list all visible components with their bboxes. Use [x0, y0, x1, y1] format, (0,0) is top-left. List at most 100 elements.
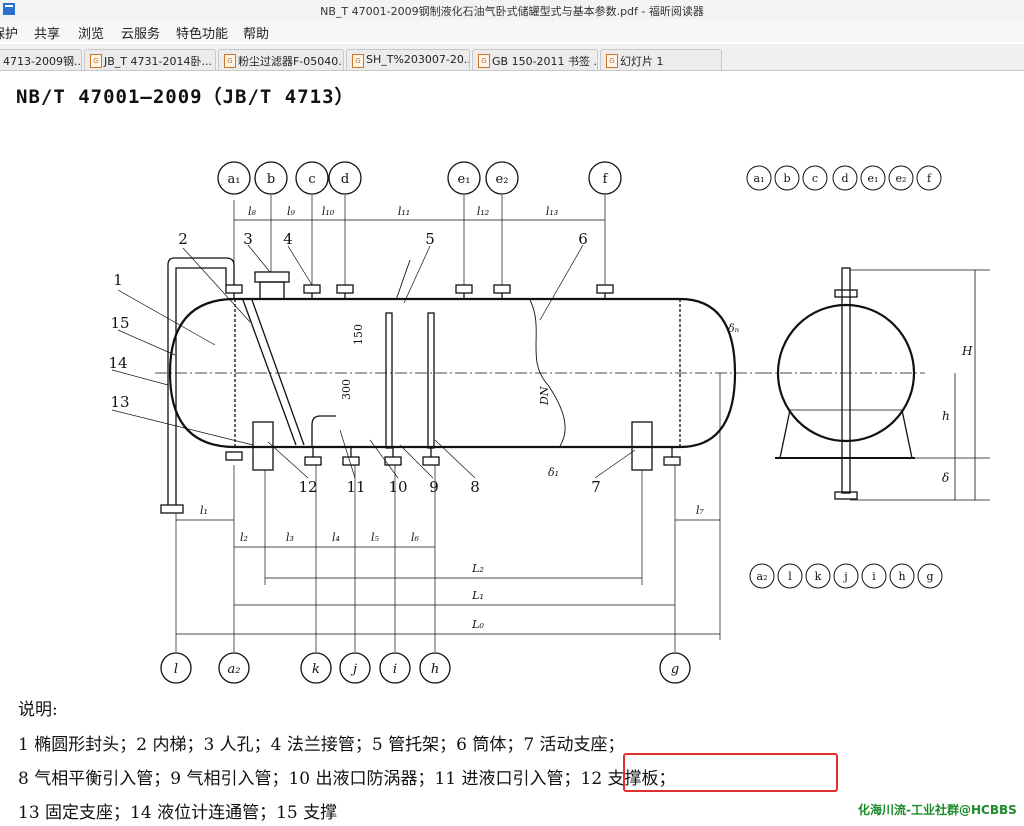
dim-label: l₅: [371, 531, 380, 544]
nozzle-label: b: [267, 172, 275, 187]
part-number: 12: [298, 478, 317, 496]
nozzle-label: a₁: [228, 172, 241, 187]
side-label: f: [927, 172, 932, 185]
label-dn2: δₙ: [728, 322, 739, 335]
label-dn: DN: [538, 386, 551, 406]
part-number: 6: [578, 230, 588, 248]
dim-label: L₁: [471, 589, 484, 602]
side-view: [760, 267, 990, 501]
pdf-file-icon: G: [352, 54, 364, 68]
title-bar: NB_T 47001-2009钢制液化石油气卧式储罐型式与基本参数.pdf - …: [0, 0, 1024, 21]
nozzle-label: c: [308, 172, 315, 187]
dim-300: 300: [340, 379, 353, 400]
dim-label: l₉: [287, 205, 296, 218]
window-title: NB_T 47001-2009钢制液化石油气卧式储罐型式与基本参数.pdf - …: [320, 5, 704, 18]
side-label: l: [788, 570, 792, 583]
nozzle-label: a₂: [228, 662, 241, 677]
document-page: [0, 71, 1024, 826]
legend-line-3: 13 固定支座；14 液位计连通管；15 支撑: [18, 803, 338, 823]
dim-label: l₁: [200, 504, 208, 517]
side-label: a₁: [754, 172, 765, 185]
side-label: e₂: [896, 172, 907, 185]
side-label: h: [898, 570, 905, 583]
side-label: b: [783, 172, 790, 185]
nozzle-label: j: [350, 662, 357, 677]
side-label: g: [926, 570, 933, 583]
tab-5[interactable]: G GB 150-2011 书签 ...: [472, 49, 598, 70]
level-gauge-pipe: [160, 257, 235, 514]
tab-label: GB 150-2011 书签 ...: [492, 55, 598, 68]
side-label: i: [872, 570, 876, 583]
nozzle-label: k: [312, 662, 320, 677]
side-bubble-labels: a₁ b c d e₁ e₂ f a₂ l k j i h g: [754, 172, 934, 583]
bottom-nozzle-bubbles: [160, 652, 691, 684]
label-delta: δ: [942, 471, 949, 485]
dim-label: L₀: [471, 618, 484, 631]
dim-label: L₂: [471, 562, 484, 575]
dim-label: l₂: [240, 531, 248, 544]
legend-title: 说明:: [18, 700, 58, 720]
extension-lines: [175, 195, 721, 652]
app-icon: [3, 3, 15, 15]
side-label: e₁: [868, 172, 879, 185]
menu-item-protect[interactable]: 保护: [0, 27, 19, 42]
watermark-text: 化海川流-工业社群@HCBBS: [858, 803, 1017, 817]
part-number: 5: [425, 230, 435, 248]
label-h: h: [942, 409, 950, 423]
top-nozzle-labels: a₁ b c d e₁ e₂ f: [228, 172, 609, 187]
part-number: 13: [110, 393, 129, 411]
tab-label: 幻灯片 1: [620, 55, 664, 68]
dim-150: 150: [352, 324, 365, 345]
side-label: j: [842, 570, 847, 583]
top-nozzle-bubbles: [217, 161, 622, 195]
internal-ladder: [242, 299, 305, 446]
dim-label: l₁₀: [322, 205, 335, 218]
nozzle-label: e₂: [496, 172, 509, 187]
menu-item-cloud[interactable]: 云服务: [121, 27, 161, 42]
side-view-labels: H h δ: [942, 344, 973, 485]
dim-label: l₈: [248, 205, 257, 218]
part-number: 11: [346, 478, 365, 496]
legend-line-1: 1 椭圆形封头；2 内梯；3 人孔；4 法兰接管；5 管托架；6 筒体；7 活动…: [18, 735, 625, 755]
tab-2[interactable]: G JB_T 4731-2014卧...: [84, 49, 216, 70]
menu-item-share[interactable]: 共享: [34, 27, 61, 42]
nozzle-label: l: [174, 662, 178, 677]
part-number: 1: [113, 271, 123, 289]
misc-labels: 150 300 DN δₙ δ₁: [340, 322, 739, 479]
menu-bar: 保护 共享 浏览 云服务 特色功能 帮助: [0, 20, 1024, 42]
menu-item-browse[interactable]: 浏览: [78, 27, 105, 42]
dim-label: l₁₁: [398, 205, 410, 218]
part-leaders: [111, 244, 636, 479]
tab-label: 4713-2009钢...: [3, 55, 82, 68]
tab-6[interactable]: G 幻灯片 1: [600, 49, 722, 70]
part-number: 8: [470, 478, 480, 496]
legend-line-2: 8 气相平衡引入管；9 气相引入管；10 出液口防涡器；11 进液口引入管；12…: [18, 769, 676, 789]
dim-label: l₆: [411, 531, 420, 544]
nozzle-label: e₁: [458, 172, 471, 187]
pdf-file-icon: G: [478, 54, 490, 68]
part-number: 14: [108, 354, 127, 372]
tab-label: 粉尘过滤器F-05040...: [238, 55, 344, 68]
tank-vessel: [155, 297, 760, 449]
menu-item-help[interactable]: 帮助: [243, 27, 270, 42]
dim-label: l₁₃: [546, 205, 558, 218]
top-dimension-labels: l₈ l₉ l₁₀ l₁₁ l₁₂ l₁₃: [248, 205, 558, 218]
label-d1: δ₁: [548, 466, 559, 479]
document-tab-bar: 4713-2009钢... G JB_T 4731-2014卧... G 粉尘过…: [0, 44, 1024, 71]
dim-label: l₁₂: [477, 205, 489, 218]
tab-3[interactable]: G 粉尘过滤器F-05040...: [218, 49, 344, 70]
red-highlight-box: [623, 753, 838, 792]
part-number: 2: [178, 230, 188, 248]
bottom-nozzle-labels: l a₂ k j i h g: [174, 662, 679, 677]
tab-4[interactable]: G SH_T%203007-20...: [346, 49, 470, 70]
tab-1[interactable]: 4713-2009钢...: [0, 49, 82, 70]
part-number: 3: [243, 230, 253, 248]
bottom-dimension-labels: l₁ l₂ l₃ l₄ l₅ l₆ l₇ L₂ L₁ L₀: [200, 504, 705, 631]
nozzle-label: g: [671, 662, 679, 677]
menu-item-features[interactable]: 特色功能: [176, 27, 229, 42]
pdf-file-icon: G: [224, 54, 236, 68]
internal-pipes: [311, 259, 435, 449]
dim-label: l₄: [332, 531, 340, 544]
label-h-total: H: [961, 344, 973, 358]
tab-label: JB_T 4731-2014卧...: [104, 55, 212, 68]
